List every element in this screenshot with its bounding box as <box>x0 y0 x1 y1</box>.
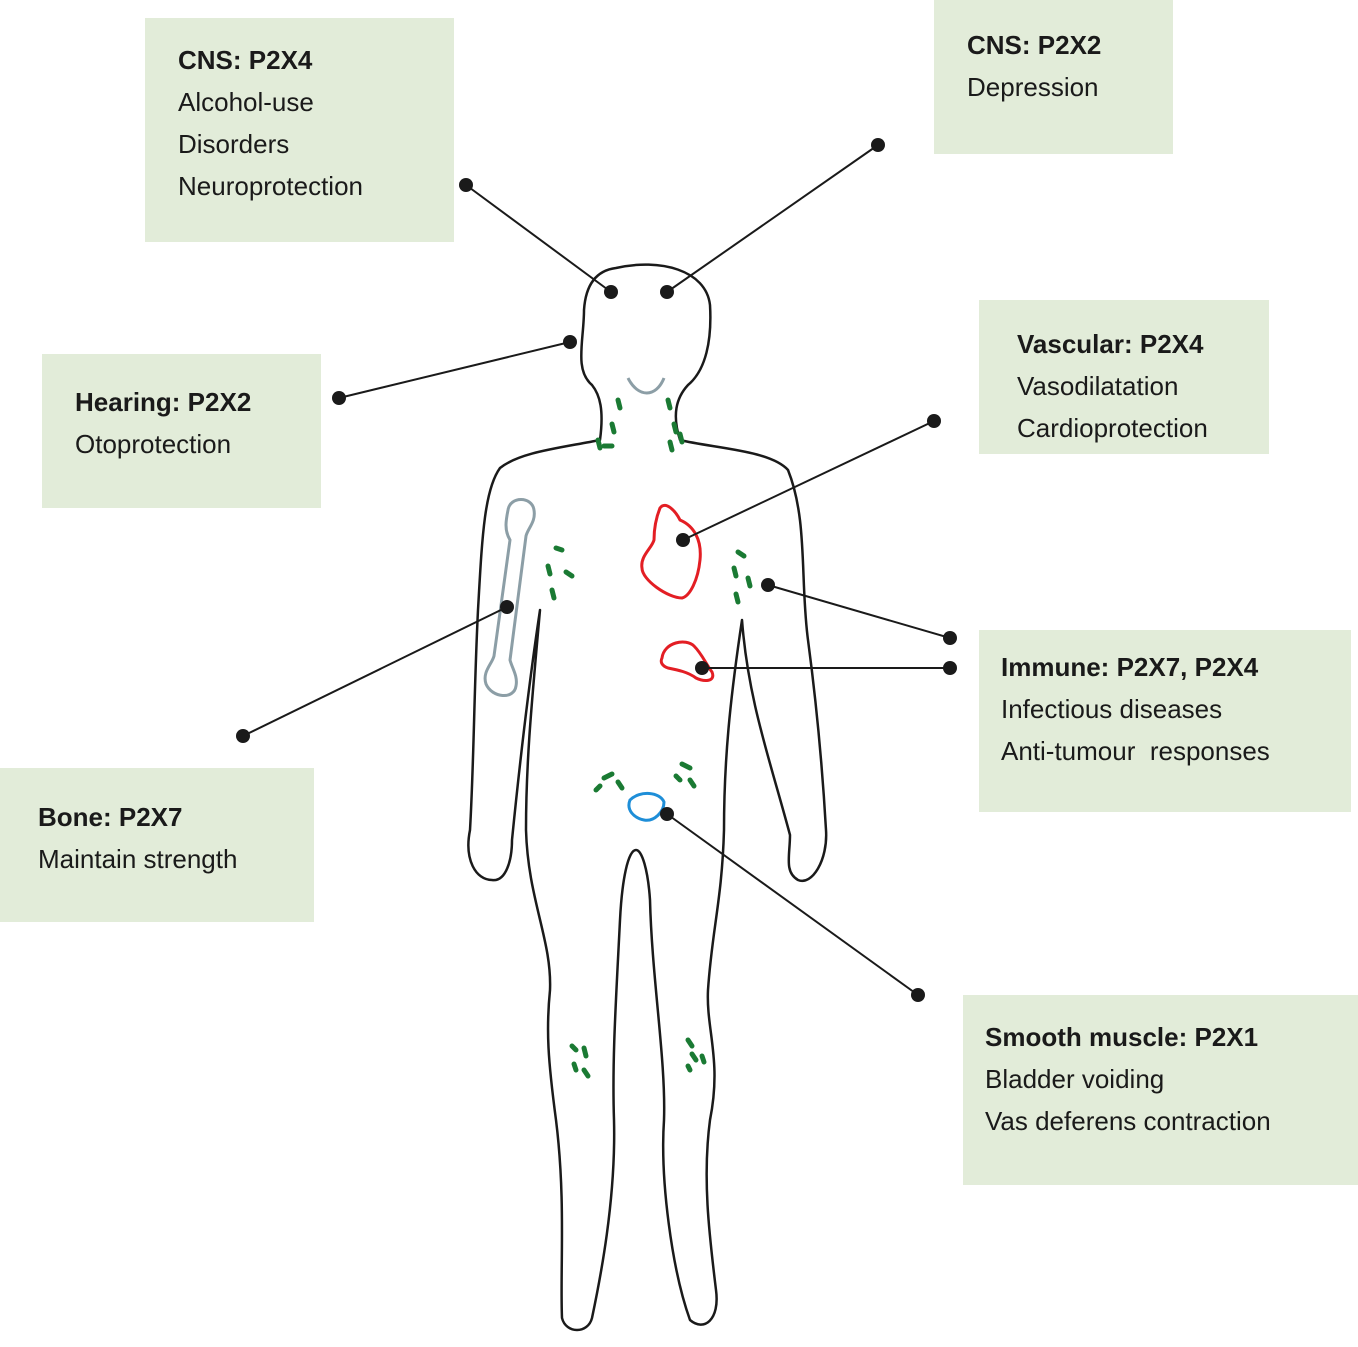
callout-title: Bone: P2X7 <box>38 802 183 832</box>
callout-line: Vasodilatation <box>1017 371 1179 401</box>
connector-cns-p2x4 <box>465 184 612 293</box>
callout-line: Bladder voiding <box>985 1064 1165 1094</box>
bone-shape <box>483 498 536 697</box>
connector-lines <box>242 144 951 996</box>
callout-hearing: Hearing: P2X2 Otoprotection <box>42 354 321 508</box>
callout-title: CNS: P2X4 <box>178 45 313 75</box>
spleen-organ <box>659 640 715 682</box>
connector-hearing <box>338 341 571 399</box>
connector-smooth-muscle <box>666 813 919 996</box>
connector-immune-node <box>767 584 951 639</box>
callout-immune: Immune: P2X7, P2X4 Infectious diseases A… <box>979 630 1351 812</box>
body-outline <box>467 263 828 1332</box>
callout-line: Otoprotection <box>75 429 232 459</box>
connector-cns-p2x2 <box>666 144 879 293</box>
callout-vascular: Vascular: P2X4 Vasodilatation Cardioprot… <box>979 300 1269 454</box>
callout-title: Immune: P2X7, P2X4 <box>1001 652 1259 682</box>
callout-title: CNS: P2X2 <box>967 30 1102 60</box>
callout-title: Hearing: P2X2 <box>75 387 252 417</box>
callout-title: Vascular: P2X4 <box>1017 329 1204 359</box>
callout-smooth-muscle: Smooth muscle: P2X1 Bladder voiding Vas … <box>963 995 1358 1185</box>
connector-dots <box>236 138 957 1002</box>
callout-line: Maintain strength <box>38 844 238 874</box>
connector-bone <box>242 606 508 737</box>
callout-line: Anti-tumour responses <box>1001 736 1270 766</box>
bladder-organ <box>627 792 666 822</box>
callout-bone: Bone: P2X7 Maintain strength <box>0 768 314 922</box>
callout-cns-p2x4: CNS: P2X4 Alcohol-use Disorders Neuropro… <box>145 18 454 242</box>
callout-line: Vas deferens contraction <box>985 1106 1271 1136</box>
connector-vascular <box>682 420 935 541</box>
callout-cns-p2x2: CNS: P2X2 Depression <box>934 0 1173 154</box>
callout-title: Smooth muscle: P2X1 <box>985 1022 1259 1052</box>
callout-line: Cardioprotection <box>1017 413 1208 443</box>
heart-organ <box>640 503 702 600</box>
mouth-smile <box>626 377 666 395</box>
callout-line: Infectious diseases <box>1001 694 1223 724</box>
callout-line: Alcohol-use <box>178 87 314 117</box>
lymph-nodes <box>545 397 753 1079</box>
callout-line: Neuroprotection <box>178 171 363 201</box>
callout-line: Disorders <box>178 129 290 159</box>
callout-line: Depression <box>967 72 1099 102</box>
